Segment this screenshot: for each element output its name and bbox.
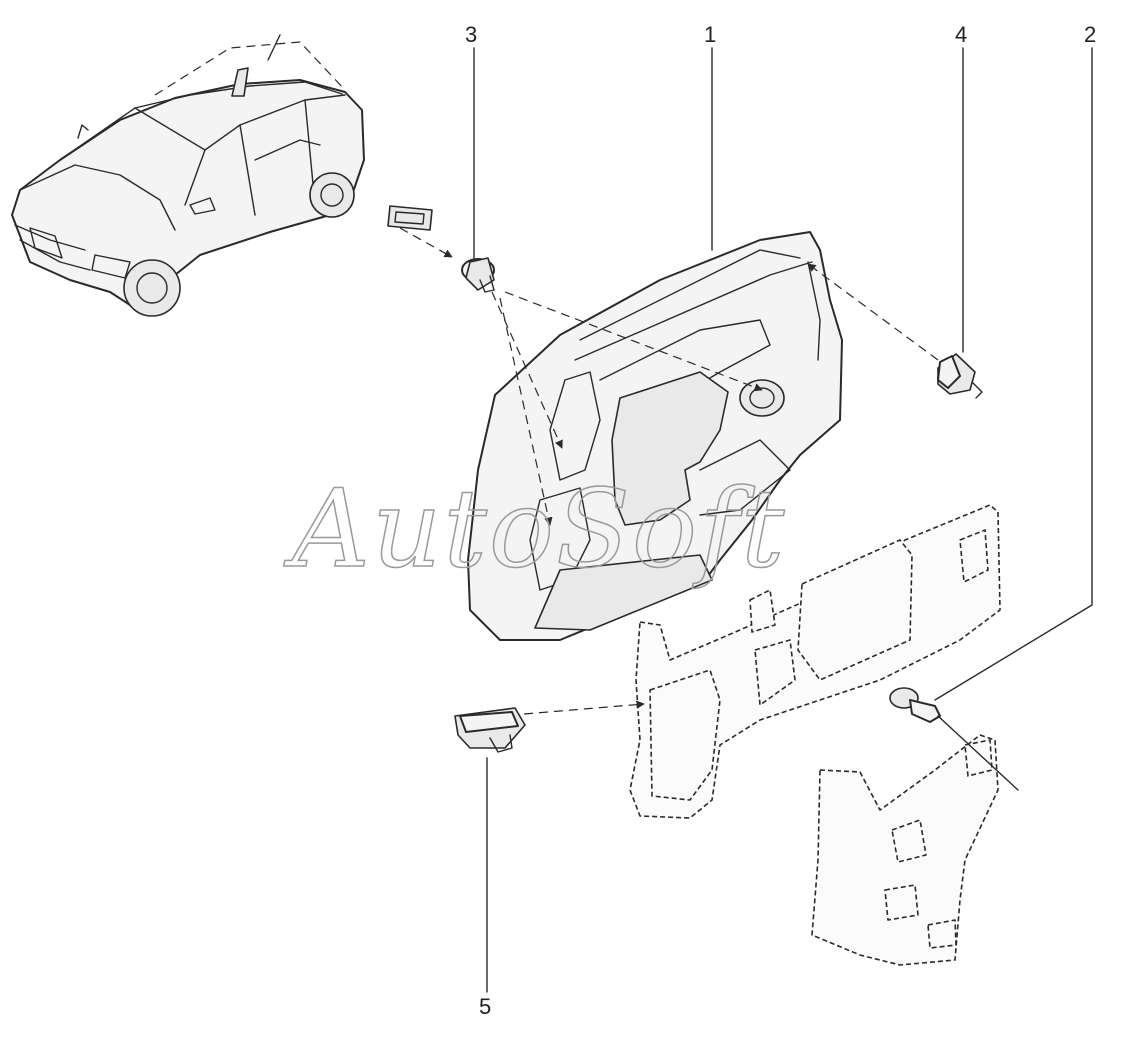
callout-leaders [473, 47, 1093, 993]
part-1-trim-panel [467, 231, 843, 641]
callout-3-label: 3 [465, 22, 477, 47]
part-3-assembly-lines [491, 291, 763, 526]
callout-2-label: 2 [1084, 22, 1096, 47]
part-3-clip [387, 205, 495, 293]
part-2-screw [889, 687, 1019, 791]
door-inner-frame [629, 504, 1001, 819]
part-4-bumper [807, 263, 983, 399]
callout-labels: 3 1 4 2 5 [465, 22, 1096, 1019]
pillar-bracket [811, 734, 999, 966]
callout-5-label: 5 [479, 994, 491, 1019]
watermark-text: AutoSoft [283, 467, 786, 592]
part-5-clip [454, 700, 645, 753]
callout-4-label: 4 [955, 22, 967, 47]
callout-1-label: 1 [704, 22, 716, 47]
vehicle-locator-illustration [11, 34, 365, 317]
